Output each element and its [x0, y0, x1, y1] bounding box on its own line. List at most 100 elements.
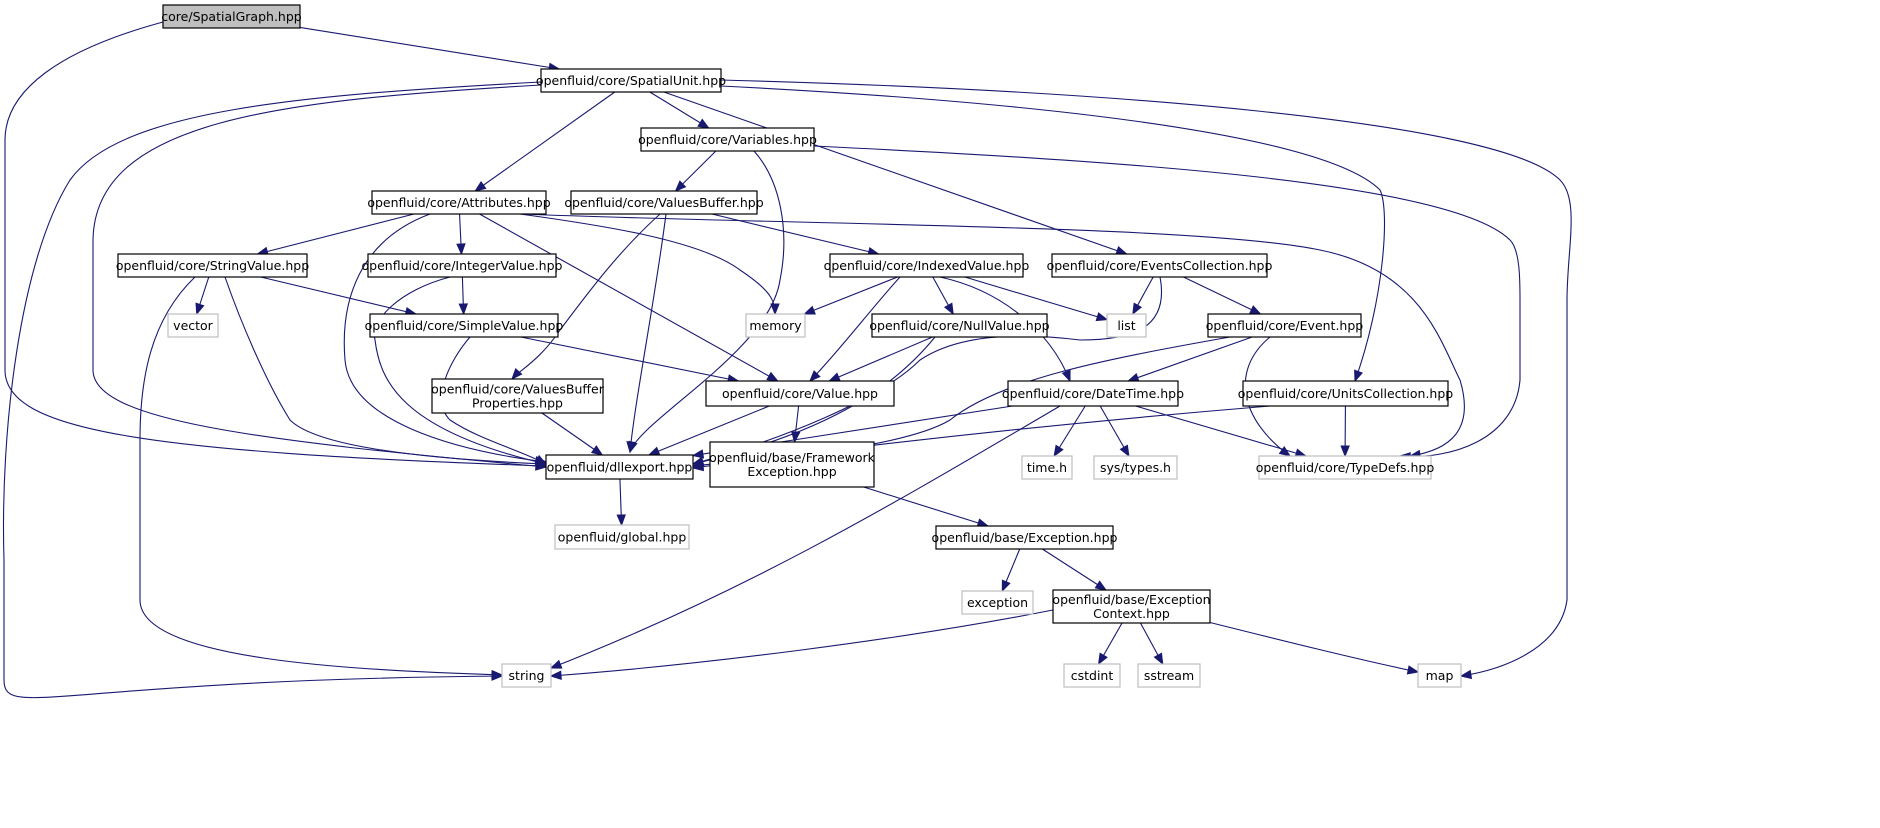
edge-valuesbuffer-to-indexedvalue	[711, 213, 880, 257]
edge-valuesbufferproperties-to-dllexport	[541, 412, 604, 456]
arrowhead-icon	[549, 670, 562, 680]
node-eventscollection[interactable]: openfluid/core/EventsCollection.hpp	[1047, 253, 1273, 278]
node-box	[1106, 313, 1147, 338]
node-box	[640, 127, 815, 152]
arrowhead-icon	[458, 303, 469, 316]
node-label: openfluid/core/Variables.hpp	[638, 132, 817, 147]
arrowhead-icon	[803, 305, 816, 315]
node-label: openfluid/core/Attributes.hpp	[367, 195, 550, 210]
edge-line	[373, 276, 547, 465]
node-label: Properties.hpp	[472, 396, 563, 411]
edge-line	[474, 91, 616, 192]
edge-line	[711, 213, 879, 255]
node-simplevalue[interactable]: openfluid/core/SimpleValue.hpp	[365, 313, 564, 338]
node-stringvalue[interactable]: openfluid/core/StringValue.hpp	[116, 253, 309, 278]
node-label: sstream	[1144, 668, 1194, 683]
node-unitscollection[interactable]: openfluid/core/UnitsCollection.hpp	[1238, 380, 1454, 407]
node-label: openfluid/core/ValuesBuffer	[431, 382, 605, 397]
edge-line	[550, 405, 1061, 669]
edge-stringvalue-to-simplevalue	[260, 276, 418, 317]
arrowhead-icon	[1126, 373, 1140, 382]
edge-valuesbuffer-to-dllexport	[626, 213, 667, 454]
node-datetime[interactable]: openfluid/core/DateTime.hpp	[1002, 380, 1184, 407]
arrowhead-icon	[691, 449, 705, 459]
node-label: string	[509, 668, 545, 683]
edge-exceptioncontext-to-cstdint	[1097, 622, 1123, 666]
edge-line	[629, 213, 667, 453]
node-box	[545, 454, 694, 480]
node-spatialgraph[interactable]: core/SpatialGraph.hpp	[161, 4, 302, 29]
arrowhead-icon	[616, 514, 626, 527]
node-spatialunit[interactable]: openfluid/core/SpatialUnit.hpp	[536, 68, 726, 93]
edge-eventscollection-to-list	[1132, 276, 1154, 316]
node-label: exception	[967, 595, 1028, 610]
edge-indexedvalue-to-memory	[803, 276, 898, 315]
arrowhead-icon	[1095, 312, 1109, 322]
arrowhead-icon	[491, 669, 504, 680]
node-value[interactable]: openfluid/core/Value.hpp	[705, 380, 895, 407]
edge-line	[519, 213, 1465, 457]
node-list: list	[1106, 313, 1147, 338]
edge-exception_hpp-to-exception_std	[1001, 548, 1021, 593]
edge-indexedvalue-to-list	[964, 276, 1109, 322]
node-box	[369, 313, 559, 338]
edge-integervalue-to-simplevalue	[458, 276, 469, 316]
node-label: memory	[749, 318, 802, 333]
edge-line	[629, 150, 785, 453]
node-dllexport[interactable]: openfluid/dllexport.hpp	[545, 454, 694, 480]
arrowhead-icon	[1153, 652, 1164, 666]
edge-line	[809, 276, 901, 382]
node-label: openfluid/core/UnitsCollection.hpp	[1238, 386, 1454, 401]
node-label: openfluid/base/Exception.hpp	[932, 530, 1118, 545]
arrowhead-icon	[1459, 669, 1473, 680]
arrowhead-icon	[511, 368, 523, 381]
node-label: time.h	[1027, 460, 1067, 475]
edge-exceptioncontext-to-string	[549, 609, 1054, 680]
edge-exceptioncontext-to-sstream	[1139, 622, 1164, 666]
edge-stringvalue-to-vector	[195, 276, 210, 316]
arrowhead-icon	[1340, 445, 1350, 458]
edge-line	[1135, 405, 1306, 457]
node-valuesbuffer[interactable]: openfluid/core/ValuesBuffer.hpp	[564, 190, 764, 215]
node-box	[705, 380, 895, 407]
arrowhead-icon	[697, 118, 710, 129]
edge-line	[804, 276, 898, 315]
node-integervalue[interactable]: openfluid/core/IntegerValue.hpp	[362, 253, 563, 278]
arrowhead-icon	[1119, 444, 1130, 458]
edge-line	[343, 213, 547, 463]
node-label: Context.hpp	[1093, 606, 1170, 621]
node-label: openfluid/core/DateTime.hpp	[1002, 386, 1184, 401]
arrowhead-icon	[626, 441, 636, 454]
edge-line	[511, 213, 661, 380]
node-attributes[interactable]: openfluid/core/Attributes.hpp	[367, 190, 551, 215]
node-typedefs: openfluid/core/TypeDefs.hpp	[1256, 455, 1434, 480]
edge-line	[550, 609, 1054, 677]
node-label: openfluid/core/IntegerValue.hpp	[362, 258, 563, 273]
node-exception_hpp[interactable]: openfluid/base/Exception.hpp	[932, 525, 1118, 550]
edge-spatialunit-to-unitscollection	[720, 85, 1386, 383]
node-label: openfluid/core/NullValue.hpp	[869, 318, 1049, 333]
arrowhead-icon	[766, 371, 779, 382]
arrowhead-icon	[534, 454, 548, 465]
node-box	[367, 253, 557, 278]
edge-line	[829, 336, 933, 382]
node-box	[1021, 455, 1073, 480]
node-indexedvalue[interactable]: openfluid/core/IndexedValue.hpp	[824, 253, 1030, 278]
edge-line	[813, 145, 1521, 458]
node-nullvalue[interactable]: openfluid/core/NullValue.hpp	[869, 313, 1050, 338]
edge-line	[1199, 619, 1419, 673]
node-event[interactable]: openfluid/core/Event.hpp	[1206, 313, 1364, 338]
edge-attributes-to-value	[479, 213, 779, 382]
edge-eventscollection-to-dllexport	[691, 276, 1162, 466]
node-box	[431, 378, 604, 414]
arrowhead-icon	[1097, 652, 1108, 666]
node-variables[interactable]: openfluid/core/Variables.hpp	[638, 127, 817, 152]
node-box	[1258, 455, 1432, 480]
arrowhead-icon	[1249, 305, 1262, 315]
edge-spatialunit-to-eventscollection	[663, 91, 1128, 256]
edge-spatialunit-to-map	[720, 79, 1572, 680]
node-valuesbufferproperties[interactable]: openfluid/core/ValuesBufferProperties.hp…	[431, 378, 605, 414]
edge-line	[964, 276, 1108, 321]
